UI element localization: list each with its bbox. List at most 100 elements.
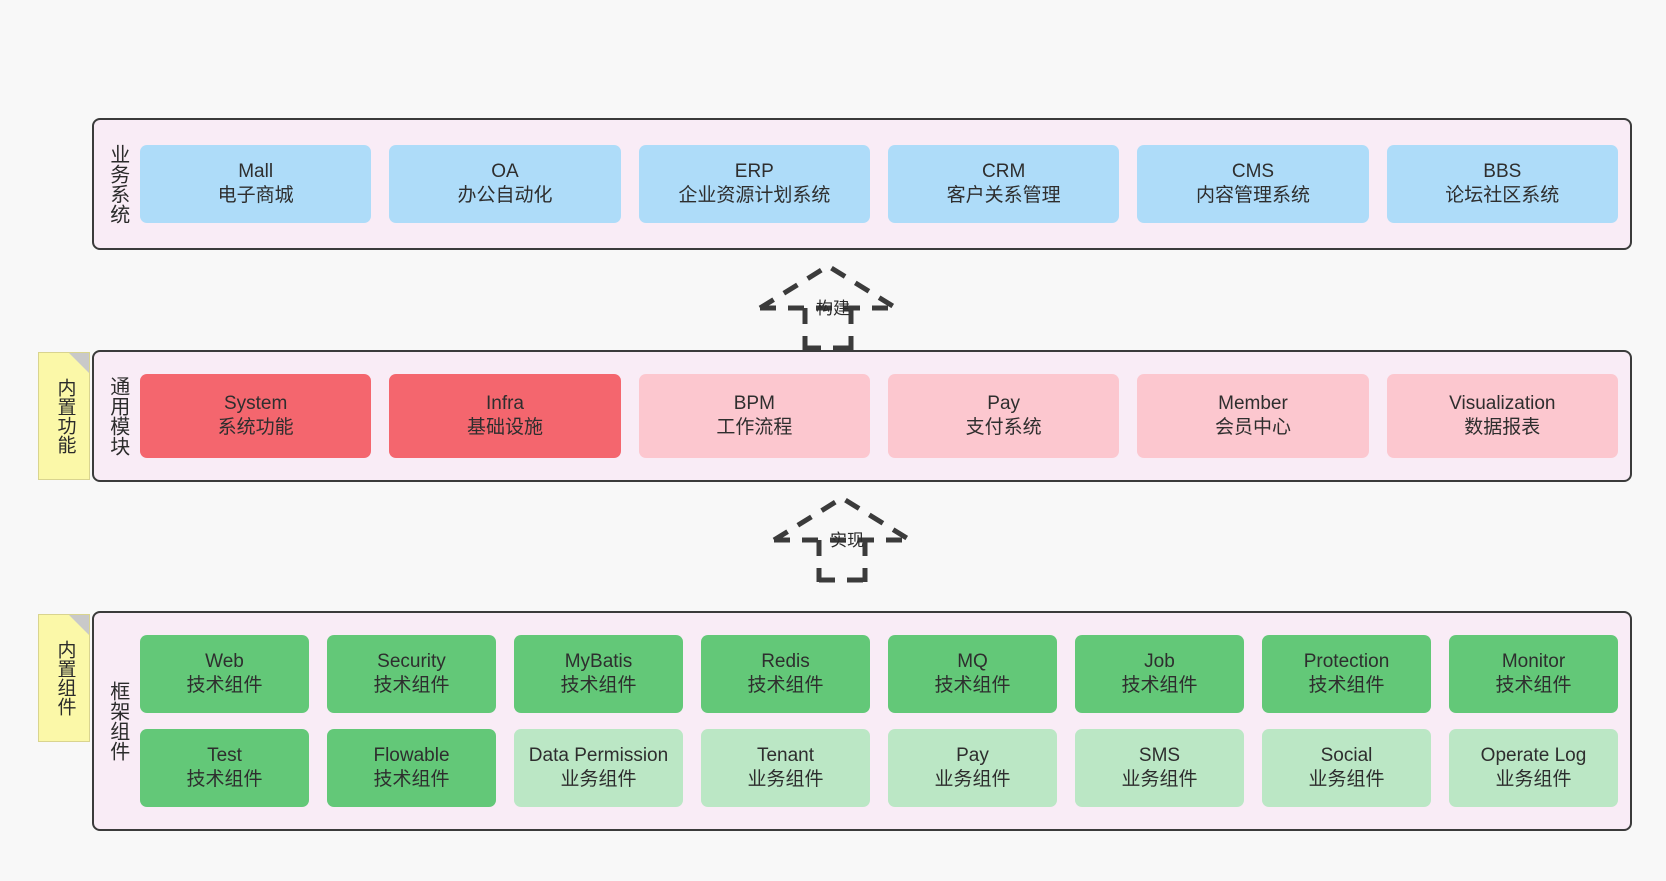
- card-subtitle: 基础设施: [466, 417, 543, 438]
- card-title: SMS: [1138, 745, 1181, 767]
- card-title: Web: [205, 651, 244, 673]
- layer-title-common-modules: 通用模块: [106, 376, 129, 456]
- card-title: Flowable: [373, 745, 450, 767]
- card-subtitle: 系统功能: [217, 417, 294, 438]
- card-title: ERP: [734, 161, 774, 183]
- card-title: OA: [491, 161, 519, 183]
- card-pay-module[interactable]: Pay 支付系统: [887, 374, 1120, 458]
- card-infra[interactable]: Infra 基础设施: [389, 374, 621, 458]
- card-subtitle: 业务组件: [934, 769, 1011, 790]
- card-title: Social: [1320, 745, 1373, 767]
- layer-title-business-systems: 业务系统: [106, 144, 129, 224]
- card-bpm[interactable]: BPM 工作流程: [638, 374, 870, 458]
- card-social[interactable]: Social 业务组件: [1262, 729, 1431, 807]
- card-web[interactable]: Web 技术组件: [140, 635, 309, 713]
- note-builtin-components: 内置组件: [38, 614, 90, 742]
- card-subtitle: 业务组件: [560, 769, 637, 790]
- card-title: Security: [377, 651, 446, 673]
- card-title: Redis: [761, 651, 810, 673]
- card-flowable[interactable]: Flowable 技术组件: [327, 729, 496, 807]
- card-sms[interactable]: SMS 业务组件: [1075, 729, 1244, 807]
- layer-common-modules: 通用模块 System 系统功能 Infra 基础设施 BPM 工作流程 Pay…: [92, 350, 1632, 482]
- note-builtin-features: 内置功能: [38, 352, 90, 480]
- card-title: BPM: [733, 393, 775, 415]
- card-subtitle: 技术组件: [186, 769, 263, 790]
- framework-components-grid: Web 技术组件 Security 技术组件 MyBatis 技术组件 Redi…: [140, 635, 1618, 807]
- card-tenant[interactable]: Tenant 业务组件: [701, 729, 870, 807]
- layer-framework-components: 框架组件 Web 技术组件 Security 技术组件 MyBatis 技术组件: [92, 611, 1632, 831]
- card-pay-component[interactable]: Pay 业务组件: [888, 729, 1057, 807]
- card-subtitle: 客户关系管理: [946, 185, 1061, 206]
- card-title: Mall: [238, 161, 274, 183]
- card-data-permission[interactable]: Data Permission 业务组件: [514, 729, 683, 807]
- connector-implement: 实现: [772, 494, 922, 583]
- common-modules-row: System 系统功能 Infra 基础设施 BPM 工作流程 Pay 支付系统…: [140, 374, 1618, 458]
- card-subtitle: 业务组件: [1495, 769, 1572, 790]
- card-subtitle: 业务组件: [1308, 769, 1385, 790]
- card-crm[interactable]: CRM 客户关系管理: [887, 145, 1120, 223]
- card-title: Monitor: [1501, 651, 1566, 673]
- card-subtitle: 技术组件: [1495, 675, 1572, 696]
- card-oa[interactable]: OA 办公自动化: [389, 145, 621, 223]
- note-label: 内置功能: [54, 378, 76, 454]
- card-subtitle: 办公自动化: [457, 185, 553, 206]
- connector-implement-label: 实现: [830, 531, 864, 550]
- card-erp[interactable]: ERP 企业资源计划系统: [638, 145, 870, 223]
- card-operate-log[interactable]: Operate Log 业务组件: [1449, 729, 1618, 807]
- card-subtitle: 技术组件: [934, 675, 1011, 696]
- card-subtitle: 电子商城: [217, 185, 294, 206]
- card-subtitle: 业务组件: [1121, 769, 1198, 790]
- card-bbs[interactable]: BBS 论坛社区系统: [1386, 145, 1618, 223]
- layer-business-systems: 业务系统 Mall 电子商城 OA 办公自动化 ERP 企业资源计划系统 CRM…: [92, 118, 1632, 250]
- card-subtitle: 支付系统: [965, 417, 1042, 438]
- card-title: Operate Log: [1480, 745, 1587, 767]
- card-system[interactable]: System 系统功能: [140, 374, 372, 458]
- card-title: Visualization: [1449, 393, 1556, 415]
- card-test[interactable]: Test 技术组件: [140, 729, 309, 807]
- card-title: Tenant: [756, 745, 815, 767]
- card-subtitle: 会员中心: [1214, 417, 1291, 438]
- card-title: Data Permission: [528, 745, 669, 767]
- card-subtitle: 数据报表: [1464, 417, 1541, 438]
- card-title: BBS: [1483, 161, 1522, 183]
- card-subtitle: 技术组件: [747, 675, 824, 696]
- layer-body-common-modules: System 系统功能 Infra 基础设施 BPM 工作流程 Pay 支付系统…: [140, 352, 1630, 480]
- business-systems-row: Mall 电子商城 OA 办公自动化 ERP 企业资源计划系统 CRM 客户关系…: [140, 145, 1618, 223]
- card-security[interactable]: Security 技术组件: [327, 635, 496, 713]
- card-subtitle: 技术组件: [560, 675, 637, 696]
- card-cms[interactable]: CMS 内容管理系统: [1137, 145, 1369, 223]
- note-label: 内置组件: [54, 640, 76, 716]
- connector-build-label: 构建: [816, 299, 850, 318]
- card-mq[interactable]: MQ 技术组件: [888, 635, 1057, 713]
- card-title: MyBatis: [564, 651, 633, 673]
- card-monitor[interactable]: Monitor 技术组件: [1449, 635, 1618, 713]
- card-subtitle: 企业资源计划系统: [678, 185, 831, 206]
- card-mall[interactable]: Mall 电子商城: [140, 145, 372, 223]
- layer-body-business-systems: Mall 电子商城 OA 办公自动化 ERP 企业资源计划系统 CRM 客户关系…: [140, 120, 1630, 248]
- card-title: Test: [207, 745, 242, 767]
- layer-body-framework-components: Web 技术组件 Security 技术组件 MyBatis 技术组件 Redi…: [140, 613, 1630, 829]
- card-mybatis[interactable]: MyBatis 技术组件: [514, 635, 683, 713]
- note-fold-corner: [69, 615, 89, 635]
- layer-title-framework-components: 框架组件: [106, 681, 129, 761]
- card-subtitle: 技术组件: [186, 675, 263, 696]
- card-subtitle: 技术组件: [373, 769, 450, 790]
- card-title: MQ: [957, 651, 988, 673]
- card-subtitle: 论坛社区系统: [1445, 185, 1560, 206]
- card-subtitle: 内容管理系统: [1195, 185, 1310, 206]
- card-visualization[interactable]: Visualization 数据报表: [1386, 374, 1618, 458]
- card-subtitle: 技术组件: [1308, 675, 1385, 696]
- card-job[interactable]: Job 技术组件: [1075, 635, 1244, 713]
- card-title: Job: [1144, 651, 1175, 673]
- card-member[interactable]: Member 会员中心: [1137, 374, 1369, 458]
- card-title: CRM: [982, 161, 1026, 183]
- card-subtitle: 技术组件: [1121, 675, 1198, 696]
- card-redis[interactable]: Redis 技术组件: [701, 635, 870, 713]
- card-title: Pay: [956, 745, 989, 767]
- card-protection[interactable]: Protection 技术组件: [1262, 635, 1431, 713]
- card-title: System: [223, 393, 288, 415]
- card-title: Infra: [485, 393, 524, 415]
- card-title: Pay: [987, 393, 1021, 415]
- card-subtitle: 技术组件: [373, 675, 450, 696]
- card-title: Member: [1218, 393, 1288, 415]
